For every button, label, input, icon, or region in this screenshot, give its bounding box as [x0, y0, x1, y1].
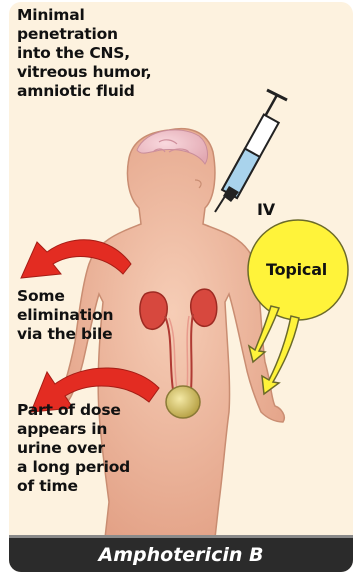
- footer-bar: Amphotericin B: [9, 535, 353, 572]
- cns-penetration-label: Minimal penetration into the CNS, vitreo…: [17, 6, 151, 101]
- iv-label: IV: [257, 200, 275, 219]
- left-kidney: [140, 292, 167, 329]
- drug-name-title: Amphotericin B: [9, 538, 353, 572]
- diagram-panel: Minimal penetration into the CNS, vitreo…: [9, 2, 353, 572]
- syringe: [215, 90, 287, 212]
- right-kidney: [191, 289, 217, 326]
- bladder: [166, 386, 200, 418]
- bile-elimination-label: Some elimination via the bile: [17, 287, 113, 344]
- urine-elimination-label: Part of dose appears in urine over a lon…: [17, 401, 130, 496]
- topical-label: Topical: [266, 260, 327, 279]
